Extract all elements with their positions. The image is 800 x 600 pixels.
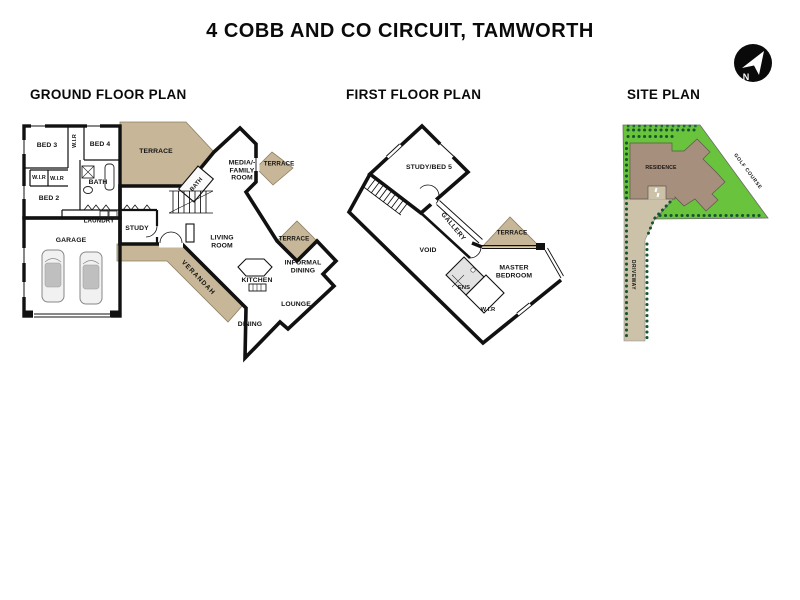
laundry-bifold-doors	[83, 204, 111, 211]
room-label-bed2: BED 2	[38, 195, 60, 203]
room-label-terrace-right: TERRACE	[263, 160, 295, 168]
site-label-residence: RESIDENCE	[645, 165, 677, 172]
entry-double-doors	[159, 231, 183, 248]
ground-openplan-floor	[120, 128, 336, 358]
room-label-wir-left: W.I.R	[32, 174, 46, 181]
car-1	[41, 249, 65, 303]
bath-fixtures	[81, 163, 118, 219]
room-label-void: VOID	[419, 247, 437, 255]
ground-terrace-right	[255, 151, 294, 186]
first-floor-heading: FIRST FLOOR PLAN	[346, 87, 482, 102]
site-label-driveway: DRIVEWAY	[629, 259, 636, 291]
entry-path-dash-2	[656, 192, 660, 198]
room-label-wir-hall: W.I.R	[71, 134, 78, 148]
hall-pier	[185, 223, 195, 243]
gallery-windows	[435, 200, 564, 279]
room-label-bath: BATH	[88, 179, 108, 187]
room-label-media-family: MEDIA/- FAMILY ROOM	[228, 159, 256, 182]
study-bay-window	[122, 204, 152, 211]
room-label-laundry: LAUNDRY	[83, 217, 115, 225]
room-label-informal-dining: INFORMAL DINING	[284, 259, 322, 274]
room-label-living-room: LIVING ROOM	[210, 234, 234, 249]
kitchen-island	[237, 258, 273, 277]
room-label-study: STUDY	[125, 225, 149, 233]
kitchen-bench	[248, 283, 267, 292]
site-shrub-rows	[625, 128, 766, 340]
master-door-arc	[469, 246, 482, 259]
study-door-arc	[145, 225, 158, 238]
first-lower-floor	[349, 174, 561, 343]
room-label-terrace-first: TERRACE	[496, 229, 528, 237]
page-title: 4 COBB AND CO CIRCUIT, TAMWORTH	[206, 20, 594, 42]
room-label-terrace-lower: TERRACE	[278, 235, 310, 243]
room-label-dining: DINING	[237, 321, 263, 329]
garage-door-post-left	[24, 310, 33, 318]
room-label-wir-right: W.I.R	[50, 175, 64, 182]
ground-study-floor	[118, 210, 157, 244]
site-residence-footprint	[629, 138, 726, 212]
room-label-ensuite: ENS	[457, 284, 471, 291]
room-label-bed4: BED 4	[89, 141, 111, 149]
room-label-bed3: BED 3	[36, 142, 58, 150]
ensuite-fixture	[451, 274, 465, 288]
ground-stairs	[168, 190, 214, 214]
entry-path-dash-1	[654, 187, 658, 193]
site-entry-court	[648, 186, 666, 199]
north-compass-icon: N	[734, 44, 772, 82]
ground-floor-heading: GROUND FLOOR PLAN	[30, 87, 187, 102]
wir-room	[465, 274, 505, 314]
garage-door	[34, 313, 111, 318]
room-label-wir-first: W.I.R	[480, 306, 496, 313]
ground-garage-floor	[24, 218, 120, 316]
site-plan-heading: SITE PLAN	[627, 87, 701, 102]
room-label-lounge: LOUNGE	[281, 301, 311, 309]
room-label-terrace-main: TERRACE	[139, 148, 173, 156]
garage-door-post-right	[110, 310, 120, 318]
ground-windows	[21, 123, 260, 297]
first-double-doors	[416, 184, 440, 208]
compass-north-label: N	[743, 72, 750, 82]
car-2	[79, 251, 103, 305]
first-terrace-post	[536, 243, 545, 250]
powder-room	[177, 165, 215, 203]
room-label-master-bedroom: MASTER BEDROOM	[495, 264, 533, 279]
ensuite-basin	[470, 267, 476, 273]
room-label-kitchen: KITCHEN	[241, 277, 273, 285]
first-stairs	[363, 176, 409, 216]
room-label-study-bed5: STUDY/BED 5	[405, 164, 453, 172]
first-windows	[384, 141, 532, 316]
room-label-garage: GARAGE	[55, 237, 87, 245]
garage-door-gap	[33, 310, 111, 320]
first-terrace	[481, 216, 541, 248]
ground-bedroom-wing-floor	[24, 126, 120, 218]
